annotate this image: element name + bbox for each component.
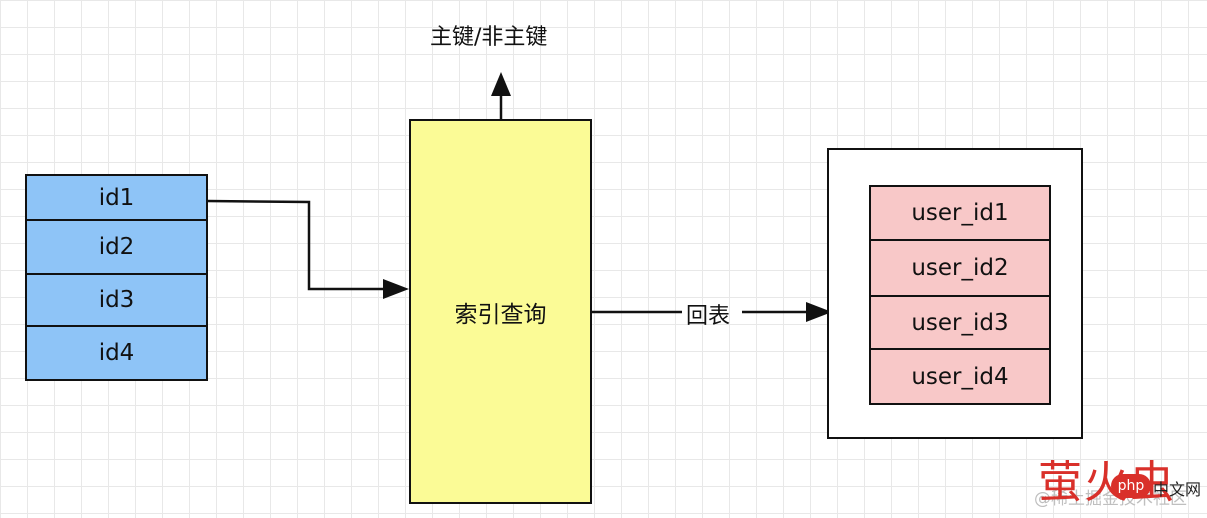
arrowhead-up bbox=[491, 72, 511, 96]
id-cell: id3 bbox=[25, 273, 208, 327]
primary-key-label: 主键/非主键 bbox=[430, 25, 548, 50]
user-id-cell: user_id2 bbox=[869, 239, 1051, 297]
arrowhead-right-query bbox=[383, 279, 409, 299]
user-id-cell: user_id4 bbox=[869, 348, 1051, 405]
index-query-box: 索引查询 bbox=[409, 119, 592, 504]
back-to-table-label: 回表 bbox=[686, 304, 731, 329]
id-cell: id4 bbox=[25, 325, 208, 381]
watermark-php-text: php bbox=[1117, 478, 1145, 494]
index-query-label: 索引查询 bbox=[454, 301, 547, 328]
user-id-cell: user_id1 bbox=[869, 185, 1051, 241]
watermark-faint-text: @稀土掘金技术社区 bbox=[1034, 489, 1187, 509]
id-cell: id2 bbox=[25, 219, 208, 275]
watermark-brand-text: 萤火虫 bbox=[1038, 457, 1176, 508]
user-id-cell: user_id3 bbox=[869, 295, 1051, 350]
id-cell: id1 bbox=[25, 174, 208, 221]
watermark-php-badge: php bbox=[1111, 474, 1151, 498]
connector-id1-to-query bbox=[206, 199, 385, 291]
arrowhead-right-table bbox=[806, 302, 832, 322]
watermark-site-text: 中文网 bbox=[1153, 480, 1202, 499]
